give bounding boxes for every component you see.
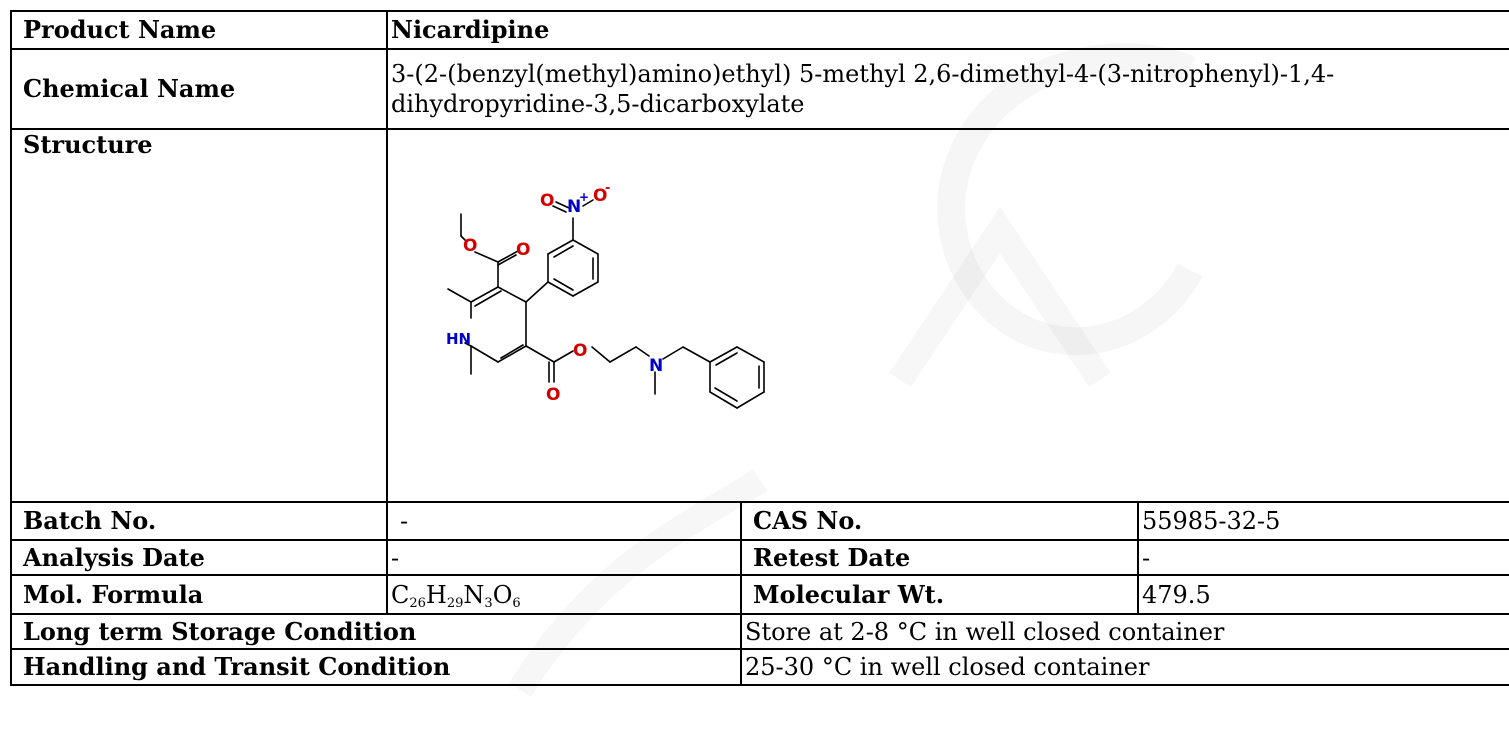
formula-hydrogen: H [425, 580, 447, 609]
analysis-date-label: Analysis Date [10, 539, 388, 576]
row-transit: Handling and Transit Condition 25-30 °C … [10, 648, 1509, 686]
atom-charge-plus: + [579, 190, 589, 204]
row-batch-cas: Batch No. - CAS No. 55985-32-5 [10, 501, 1509, 541]
atom-n-nitro: N [567, 197, 581, 217]
storage-condition-label: Long term Storage Condition [10, 613, 742, 650]
transit-condition-label: Handling and Transit Condition [10, 648, 742, 686]
chemical-structure-diagram: O O HN O O N N + O O - [446, 184, 765, 409]
retest-date-value: - [1136, 539, 1509, 576]
mol-formula-label: Mol. Formula [10, 574, 388, 615]
retest-date-label: Retest Date [740, 539, 1139, 576]
batch-no-value: - [386, 501, 742, 541]
formula-nitrogen-count: 3 [484, 595, 493, 611]
structure-cell: O O HN O O N N + O O - [385, 128, 1509, 503]
product-name-label: Product Name [10, 10, 388, 50]
cas-no-value: 55985-32-5 [1136, 501, 1509, 541]
row-storage: Long term Storage Condition Store at 2-8… [10, 613, 1509, 650]
transit-condition-value: 25-30 °C in well closed container [739, 648, 1509, 686]
molecular-weight-label: Molecular Wt. [740, 574, 1139, 615]
row-dates: Analysis Date - Retest Date - [10, 539, 1509, 576]
formula-hydrogen-count: 29 [446, 595, 464, 611]
chemical-name-line-1: 3-(2-(benzyl(methyl)amino)ethyl) 5-methy… [391, 60, 1335, 88]
structure-bonds [447, 199, 765, 409]
atom-o-ester2: O [573, 341, 587, 361]
mol-formula-value: C26H29N3O6 [386, 574, 742, 615]
product-name-value: Nicardipine [385, 10, 1509, 50]
atom-o-carbonyl1: O [516, 240, 530, 260]
formula-nitrogen: N [463, 580, 485, 609]
atom-o-carbonyl2: O [546, 385, 560, 405]
atom-nh: HN [446, 330, 471, 348]
coa-table: Product Name Nicardipine Chemical Name 3… [10, 10, 1509, 686]
formula-oxygen: O [492, 580, 513, 609]
structure-atom-labels: O O HN O O N N + O O - [446, 184, 663, 405]
storage-condition-value: Store at 2-8 °C in well closed container [739, 613, 1509, 650]
row-structure: Structure [10, 128, 1509, 503]
formula-carbon: C [391, 580, 410, 609]
row-formula-mw: Mol. Formula C26H29N3O6 Molecular Wt. 47… [10, 574, 1509, 615]
chemical-name-label: Chemical Name [10, 48, 388, 130]
atom-charge-minus: - [605, 184, 610, 196]
chemical-name-value: 3-(2-(benzyl(methyl)amino)ethyl) 5-methy… [385, 48, 1509, 130]
formula-carbon-count: 26 [409, 595, 426, 611]
structure-label: Structure [10, 128, 388, 503]
analysis-date-value: - [386, 539, 742, 576]
atom-o-nitro1: O [540, 191, 554, 211]
row-product-name: Product Name Nicardipine [10, 10, 1509, 50]
atom-o-nitro2: O [593, 186, 607, 206]
formula-oxygen-count: 6 [512, 595, 521, 611]
batch-no-label: Batch No. [10, 501, 388, 541]
chemical-name-line-2: dihydropyridine-3,5-dicarboxylate [391, 90, 805, 118]
atom-n-amine: N [649, 356, 663, 376]
row-chemical-name: Chemical Name 3-(2-(benzyl(methyl)amino)… [10, 48, 1509, 130]
molecular-weight-value: 479.5 [1136, 574, 1509, 615]
atom-o-ester1: O [463, 236, 477, 256]
cas-no-label: CAS No. [740, 501, 1139, 541]
